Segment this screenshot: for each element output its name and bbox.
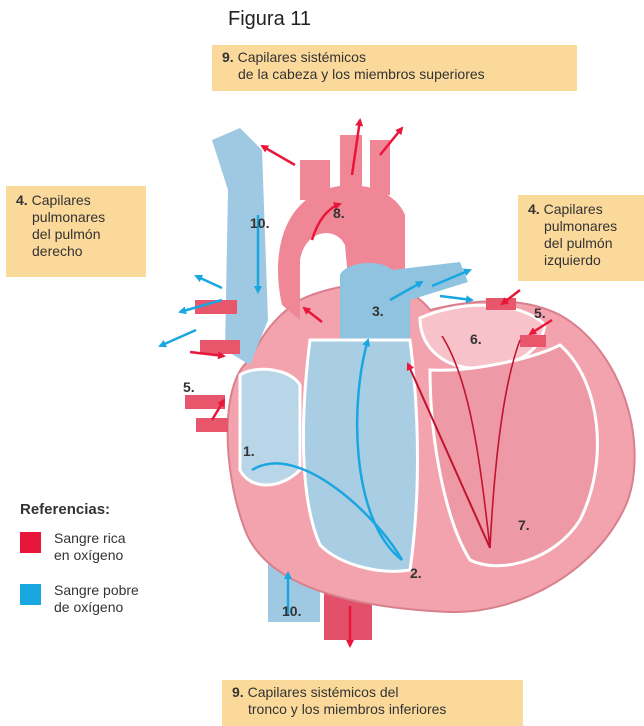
legend-line: Sangre pobre xyxy=(54,582,139,598)
superior-vena-cava xyxy=(212,128,268,365)
flow-path-deoxygenated xyxy=(160,330,196,346)
label-5-right-pulmonary-veins: 5. xyxy=(183,379,195,395)
legend-text: Sangre rica en oxígeno xyxy=(54,530,214,564)
legend-line: de oxígeno xyxy=(54,599,123,615)
legend-swatch-blue xyxy=(20,584,41,605)
label-6-left-atrium: 6. xyxy=(470,331,482,347)
label-10-inferior-vena-cava: 10. xyxy=(282,603,301,619)
left-pulmonary-vein xyxy=(520,335,546,347)
label-3-pulmonary-trunk: 3. xyxy=(372,303,384,319)
label-7-left-ventricle: 7. xyxy=(518,517,530,533)
legend-line: en oxígeno xyxy=(54,547,123,563)
label-2-right-ventricle: 2. xyxy=(410,565,422,581)
label-1-right-atrium: 1. xyxy=(243,443,255,459)
legend-text: Sangre pobre de oxígeno xyxy=(54,582,214,616)
label-10-superior-vena-cava: 10. xyxy=(250,215,269,231)
aortic-branch xyxy=(300,160,330,200)
flow-path-oxygenated xyxy=(262,146,295,165)
left-pulmonary-vein xyxy=(486,298,516,310)
right-pulmonary-vein xyxy=(196,418,228,432)
right-atrium xyxy=(240,369,300,485)
flow-path-deoxygenated xyxy=(440,296,472,300)
legend-swatch-red xyxy=(20,532,41,553)
label-8-aorta: 8. xyxy=(333,205,345,221)
label-5-left-pulmonary-veins: 5. xyxy=(534,305,546,321)
aortic-branch xyxy=(340,135,362,195)
legend-line: Sangre rica xyxy=(54,530,126,546)
right-pulmonary-artery xyxy=(200,340,240,354)
flow-path-deoxygenated xyxy=(196,276,222,288)
left-ventricle xyxy=(430,345,597,566)
legend-title: Referencias: xyxy=(20,501,110,518)
